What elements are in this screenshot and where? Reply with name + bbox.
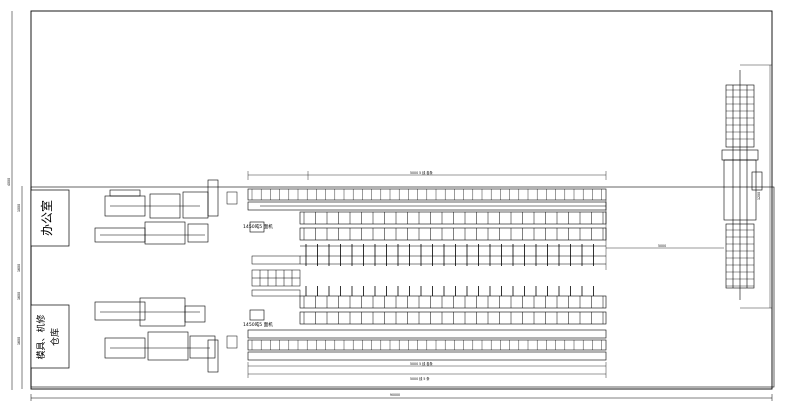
lower-machine-label: 1450吨5 面机 [243, 321, 273, 328]
press-dim-box-lower [226, 335, 238, 349]
office-room [30, 189, 70, 247]
lower-production-line [247, 295, 607, 361]
lower-line-stations [251, 296, 604, 350]
lower-press-group [94, 297, 219, 373]
small-box-dimension: 1200 [757, 192, 761, 200]
upper-press-group [94, 179, 219, 245]
upper-production-line [247, 188, 607, 241]
upper-small-machine [249, 221, 265, 233]
bottom-line-b-dimension: 5000 线 5 条 [410, 376, 430, 381]
left-seg1-dimension: 1000 [17, 204, 21, 212]
right-gap-dimension: 5000 [658, 244, 666, 248]
upper-line-stations [251, 189, 604, 240]
mold-label-line2: 仓库 [49, 328, 61, 346]
lower-conveyor-bars [305, 286, 594, 296]
upper-conveyor-rails [300, 245, 606, 265]
bottom-total-dimension: 90000 [390, 393, 400, 397]
office-label: 办公室 [39, 200, 54, 236]
mold-warehouse-room [30, 304, 70, 369]
top-upper-line-dimension: 5000 5 线 各条 [410, 170, 434, 175]
left-seg2-dimension: 1600 [17, 264, 21, 272]
building-outline [30, 186, 775, 388]
right-unit-rungs [726, 89, 754, 287]
mold-label-line1: 模具、机修 [35, 314, 47, 359]
left-seg4-dimension: 1600 [17, 337, 21, 345]
center-storage-racks [251, 255, 301, 297]
right-transfer-unit [721, 70, 763, 300]
left-height-dimension: 4000 [7, 178, 11, 186]
press-dim-box-upper [226, 191, 238, 205]
left-seg3-dimension: 1600 [17, 292, 21, 300]
bottom-line-a-dimension: 5000 5 线 各条 [410, 361, 434, 366]
upper-machine-label: 1450吨5 面机 [243, 223, 273, 230]
upper-conveyor-bars [305, 244, 594, 266]
lower-small-machine [249, 309, 265, 321]
